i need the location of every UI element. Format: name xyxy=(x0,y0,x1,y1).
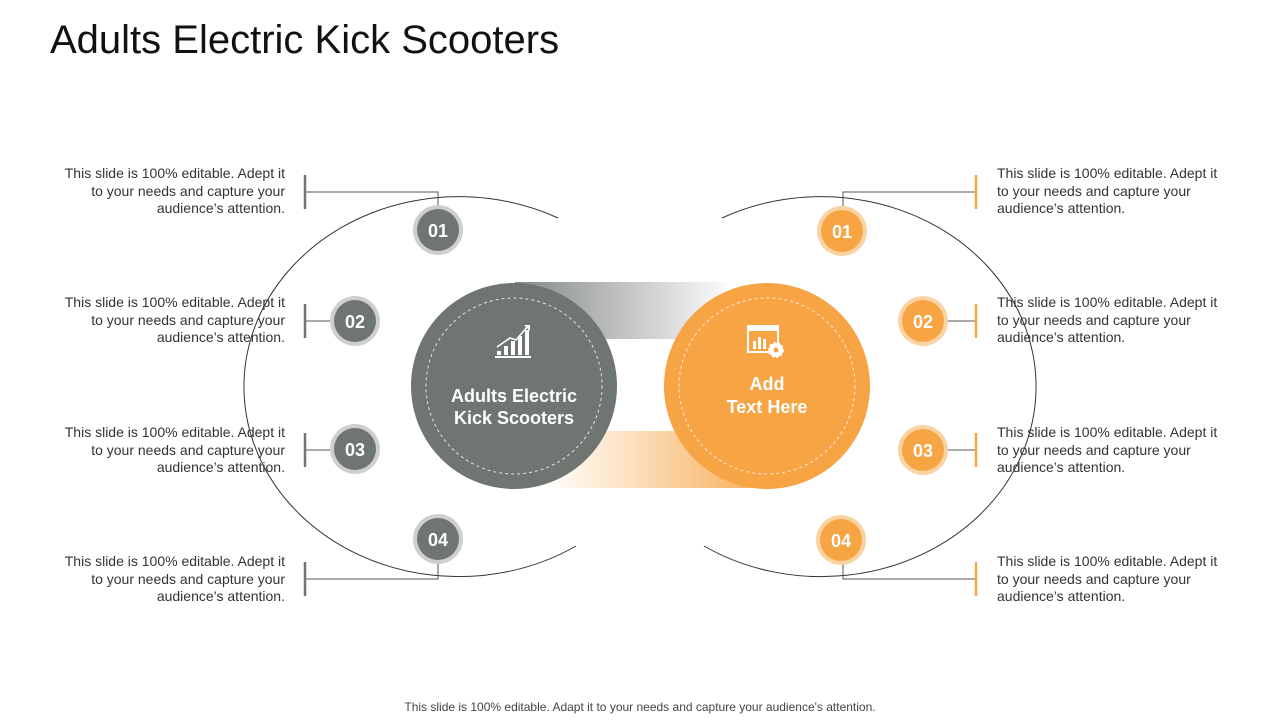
right-description-02: This slide is 100% editable. Adept it to… xyxy=(997,294,1218,345)
left-description-04: This slide is 100% editable. Adept it to… xyxy=(64,553,285,604)
right-badge-number: 04 xyxy=(831,531,851,551)
page-title: Adults Electric Kick Scooters xyxy=(50,18,560,62)
right-description-04: This slide is 100% editable. Adept it to… xyxy=(997,553,1218,604)
left-description-03: This slide is 100% editable. Adept it to… xyxy=(64,424,285,475)
left-badge-number: 03 xyxy=(345,440,365,460)
center-right-label-line2: Text Here xyxy=(727,397,808,417)
right-badge-04: 04 xyxy=(816,515,866,565)
center-right-label-line1: Add xyxy=(750,374,785,394)
left-description-01: This slide is 100% editable. Adept it to… xyxy=(64,165,285,216)
right-description-01: This slide is 100% editable. Adept it to… xyxy=(997,165,1218,216)
left-description-02: This slide is 100% editable. Adept it to… xyxy=(64,294,285,345)
right-description-03: This slide is 100% editable. Adept it to… xyxy=(997,424,1218,475)
center-left-circle xyxy=(411,283,617,489)
left-badge-02: 02 xyxy=(330,296,380,346)
settings-dashboard-icon xyxy=(747,325,784,358)
right-badge-number: 03 xyxy=(913,441,933,461)
left-badge-01: 01 xyxy=(413,205,463,255)
right-badge-number: 02 xyxy=(913,312,933,332)
left-badge-04: 04 xyxy=(413,514,463,564)
left-badge-number: 01 xyxy=(428,221,448,241)
left-badge-03: 03 xyxy=(330,424,380,474)
right-badge-number: 01 xyxy=(832,222,852,242)
center-left-label-line2: Kick Scooters xyxy=(454,408,574,428)
right-badge-02: 02 xyxy=(898,296,948,346)
bar-chart-growth-icon xyxy=(495,325,531,358)
left-arc xyxy=(243,196,577,578)
center-right-circle xyxy=(664,283,870,489)
left-badge-number: 02 xyxy=(345,312,365,332)
left-connectors xyxy=(305,191,439,580)
footer-note: This slide is 100% editable. Adapt it to… xyxy=(404,700,876,714)
right-badge-01: 01 xyxy=(817,206,867,256)
right-badge-03: 03 xyxy=(898,425,948,475)
center-left-label-line1: Adults Electric xyxy=(451,386,577,406)
left-badge-number: 04 xyxy=(428,530,448,550)
right-connectors xyxy=(842,191,976,580)
right-arc xyxy=(703,196,1037,578)
